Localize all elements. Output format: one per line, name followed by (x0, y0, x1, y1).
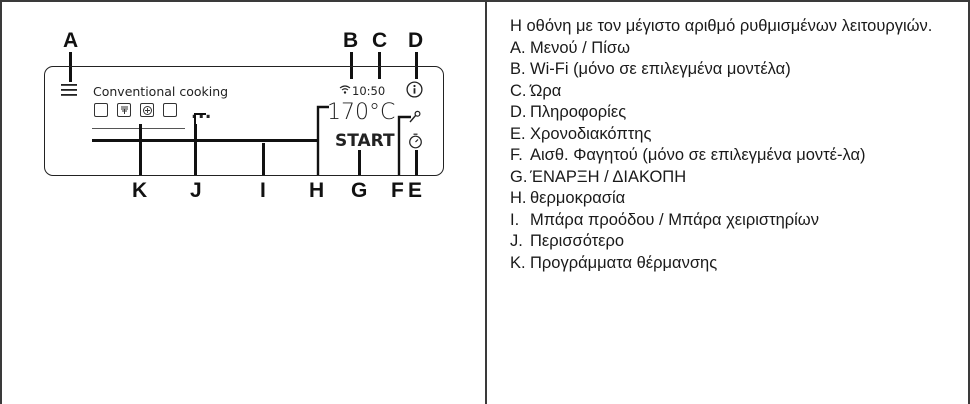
leader-line-i (262, 143, 265, 175)
legend-item: C.Ώρα (510, 81, 950, 103)
legend-item: H.θερμοκρασία (510, 188, 950, 210)
legend-letter: J. (510, 232, 523, 250)
callout-d: D (408, 29, 424, 52)
callout-g: G (351, 179, 368, 202)
legend-letter: D. (510, 103, 527, 121)
callout-i: I (260, 179, 266, 202)
leader-line-a (69, 52, 72, 82)
temperature-display[interactable]: 170°C (327, 100, 396, 125)
legend-letter: E. (510, 124, 526, 143)
leader-line-h (316, 105, 329, 175)
oven-display-screen (44, 66, 444, 176)
leader-line-j (194, 124, 197, 175)
legend-text: Περισσότερο (530, 232, 625, 250)
legend-text: θερμοκρασία (530, 189, 626, 207)
legend-item: D.Πληροφορίες (510, 102, 950, 124)
cooking-mode-label: Conventional cooking (93, 84, 229, 99)
leader-line-f (397, 115, 411, 175)
callout-e: E (408, 179, 423, 202)
leader-line-c (378, 52, 381, 79)
legend-letter: G. (510, 167, 528, 186)
legend-letter: C. (510, 81, 527, 100)
leader-line-e (415, 150, 418, 175)
callout-a: A (63, 29, 79, 52)
legend-letter: A. (510, 38, 526, 57)
legend-text: Αισθ. Φαγητού (μόνο σε επιλεγμένα μοντέ-… (530, 146, 866, 164)
progress-bar[interactable] (92, 139, 318, 142)
legend-text: Wi-Fi (μόνο σε επιλεγμένα μοντέλα) (530, 60, 791, 78)
callout-c: C (372, 29, 388, 52)
callout-h: H (309, 179, 325, 202)
legend-item: G.ΈΝΑΡΞΗ / ΔΙΑΚΟΠΗ (510, 167, 950, 189)
legend-list: A.Μενού / Πίσω B.Wi-Fi (μόνο σε επιλεγμέ… (510, 38, 950, 275)
menu-icon[interactable] (61, 83, 77, 97)
table-right-border (968, 0, 970, 404)
callout-k: K (132, 179, 148, 202)
legend-text: Χρονοδιακόπτης (530, 124, 652, 143)
clock-time: 10:50 (352, 84, 386, 98)
legend-text: Προγράμματα θέρμανσης (530, 253, 718, 272)
heating-program-square-icon[interactable] (94, 103, 108, 117)
legend-letter: I. (510, 210, 520, 229)
leader-line-d (415, 52, 418, 79)
leader-line-b (350, 52, 353, 79)
legend-text: Ώρα (530, 81, 562, 100)
legend-item: F. Αισθ. Φαγητού (μόνο σε επιλεγμένα μοντ… (510, 145, 950, 167)
intro-text: Η οθόνη με τον μέγιστο αριθμό ρυθμισμένω… (510, 17, 933, 35)
legend-letter: B. (510, 60, 526, 78)
legend-item: I. Μπάρα προόδου / Μπάρα χειριστηρίων (510, 210, 950, 232)
info-icon[interactable] (406, 81, 423, 98)
callout-j: J (190, 179, 202, 202)
callout-b: B (343, 29, 359, 52)
heating-program-fan-circle-icon[interactable] (140, 103, 154, 117)
legend-item: B.Wi-Fi (μόνο σε επιλεγμένα μοντέλα) (510, 59, 950, 81)
heating-programs-underline (92, 128, 185, 130)
food-sensor-icon (409, 110, 421, 123)
heating-program-square-icon[interactable] (163, 103, 177, 117)
leader-line-k (139, 124, 142, 175)
legend-letter: K. (510, 253, 526, 272)
start-button[interactable]: START (335, 131, 395, 151)
callout-f: F (391, 179, 404, 202)
leader-line-j-elbow (194, 113, 206, 125)
legend-text: ΈΝΑΡΞΗ / ΔΙΑΚΟΠΗ (530, 167, 687, 186)
table-left-border (0, 0, 2, 404)
legend-text: Μπάρα προόδου / Μπάρα χειριστηρίων (530, 210, 819, 229)
wifi-icon (339, 85, 351, 94)
legend-letter: F. (510, 146, 523, 164)
heating-program-fan-icon[interactable] (117, 103, 131, 117)
timer-icon[interactable] (408, 133, 423, 149)
legend-item: K.Προγράμματα θέρμανσης (510, 253, 950, 275)
legend-text: Πληροφορίες (530, 103, 627, 121)
legend-item: A.Μενού / Πίσω (510, 38, 950, 60)
legend-letter: H. (510, 189, 527, 207)
legend-item: E.Χρονοδιακόπτης (510, 124, 950, 146)
legend-text: Μενού / Πίσω (530, 38, 630, 57)
leader-line-g (358, 150, 361, 175)
table-column-divider (485, 0, 487, 404)
legend-item: J. Περισσότερο (510, 231, 950, 253)
description-column: Η οθόνη με τον μέγιστο αριθμό ρυθμισμένω… (510, 16, 950, 274)
